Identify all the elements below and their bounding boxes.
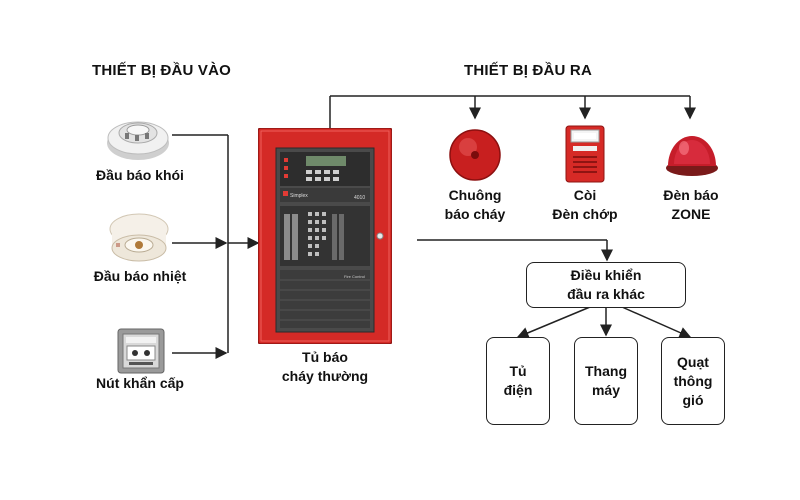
output-zone-line2: ZONE xyxy=(671,206,711,222)
target-1-line1: Thang xyxy=(585,363,627,379)
output-zone-line1: Đèn báo xyxy=(663,187,719,203)
panel-model: 4010 xyxy=(354,195,365,201)
control-line2: đầu ra khác xyxy=(567,286,645,302)
output-bell-line1: Chuông xyxy=(448,187,502,203)
input-label-manual: Nút khẩn cấp xyxy=(96,375,184,391)
zone-lamp-icon xyxy=(666,136,718,176)
manual-call-point-icon xyxy=(117,328,165,374)
target-box-elevator: Thang máy xyxy=(574,337,638,425)
smoke-detector-icon xyxy=(107,121,169,160)
target-box-ventilation-fan: Quạt thông gió xyxy=(661,337,725,425)
output-label-zone: Đèn báo ZONE xyxy=(634,186,748,224)
input-label-smoke: Đầu báo khói xyxy=(96,167,184,183)
target-2-line3: gió xyxy=(682,391,704,408)
fire-alarm-panel-icon: Simplex 4010 Fire Control xyxy=(258,128,392,344)
control-line1: Điều khiển xyxy=(570,267,642,283)
output-horn-line1: Còi xyxy=(573,187,597,203)
control-box: Điều khiển đầu ra khác xyxy=(526,262,686,308)
panel-label-line2: cháy thường xyxy=(281,368,369,384)
heat-detector-icon xyxy=(109,213,169,262)
inputs-header: THIẾT BỊ ĐẦU VÀO xyxy=(92,62,232,79)
input-label-heat: Đầu báo nhiệt xyxy=(93,268,187,284)
output-horn-line2: Đèn chớp xyxy=(552,206,618,222)
horn-strobe-icon xyxy=(565,125,605,183)
target-0-line2: điện xyxy=(503,382,533,398)
panel-label-line1: Tủ báo xyxy=(302,349,348,365)
target-0-line1: Tủ xyxy=(509,363,527,379)
output-bell-line2: báo cháy xyxy=(444,206,506,222)
outputs-header: THIẾT BỊ ĐẦU RA xyxy=(464,62,592,79)
target-box-electric-cabinet: Tủ điện xyxy=(486,337,550,425)
output-label-bell: Chuông báo cháy xyxy=(418,186,532,224)
target-2-line1: Quạt xyxy=(677,353,709,370)
fire-bell-icon xyxy=(449,129,501,181)
panel-brand: Simplex xyxy=(290,193,308,199)
target-1-line2: máy xyxy=(591,382,621,398)
output-connectors xyxy=(329,95,696,262)
input-connectors xyxy=(172,134,260,359)
panel-label: Tủ báo cháy thường xyxy=(255,348,395,386)
target-2-line2: thông xyxy=(673,372,713,389)
output-label-horn: Còi Đèn chớp xyxy=(528,186,642,224)
control-connectors xyxy=(516,306,692,339)
panel-caption: Fire Control xyxy=(344,274,365,279)
